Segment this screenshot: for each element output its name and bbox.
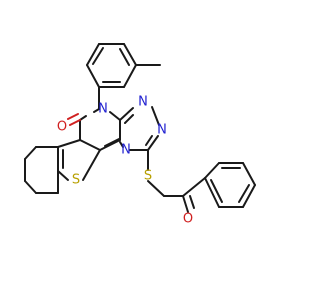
carbonyl-bond <box>67 113 79 120</box>
nitrogen-atom-ring: N <box>98 102 108 117</box>
bond <box>123 64 137 88</box>
sulfur-atom-thioether: S <box>144 169 152 184</box>
bond <box>104 138 120 147</box>
sulfur-atom-thiophene: S <box>72 173 80 188</box>
nitrogen-atom-triazole-right: N <box>157 123 167 138</box>
molecule-drawing: O N N N N S S O <box>24 43 256 227</box>
bond <box>92 47 104 65</box>
bond <box>24 180 37 194</box>
oxygen-atom-ketone: O <box>183 212 193 227</box>
bond <box>86 64 100 88</box>
side-chain <box>147 149 206 213</box>
bond <box>86 43 100 66</box>
bond <box>124 114 134 124</box>
thiophene-ring <box>57 139 101 181</box>
bond <box>182 177 206 197</box>
bond <box>82 149 101 181</box>
bond <box>242 184 256 208</box>
bond <box>123 43 137 66</box>
nitrogen-atom-triazole-bottom: N <box>121 143 131 158</box>
bond <box>242 162 256 186</box>
bond <box>57 139 81 148</box>
bond <box>57 170 69 181</box>
bond <box>210 179 223 203</box>
bond <box>147 135 159 151</box>
bond <box>109 111 121 121</box>
triazole-ring <box>119 106 160 151</box>
bond <box>145 135 153 146</box>
bond <box>151 106 160 126</box>
bond <box>79 115 87 121</box>
bond <box>204 162 220 179</box>
bond <box>119 48 130 66</box>
nitrogen-atom-triazole-top: N <box>138 95 148 110</box>
bond <box>147 180 165 197</box>
bond <box>79 139 101 151</box>
bond <box>182 195 189 213</box>
carbonyl-bond <box>69 119 81 126</box>
tolyl-ring <box>86 43 161 88</box>
oxygen-atom-carbonyl: O <box>57 120 67 135</box>
bond <box>119 141 124 148</box>
pyrimidinone-ring <box>67 86 121 151</box>
bond <box>93 108 100 113</box>
bond <box>189 195 195 209</box>
bond <box>119 107 134 121</box>
phenyl-ring <box>204 162 256 208</box>
atom-labels: O N N N N S S O <box>57 95 193 227</box>
bond <box>238 184 250 203</box>
molecule-structure: O N N N N S S O <box>24 43 256 227</box>
cyclohexane-ring <box>24 146 59 194</box>
bond <box>204 177 220 208</box>
bond <box>99 139 121 151</box>
bond <box>24 146 37 160</box>
